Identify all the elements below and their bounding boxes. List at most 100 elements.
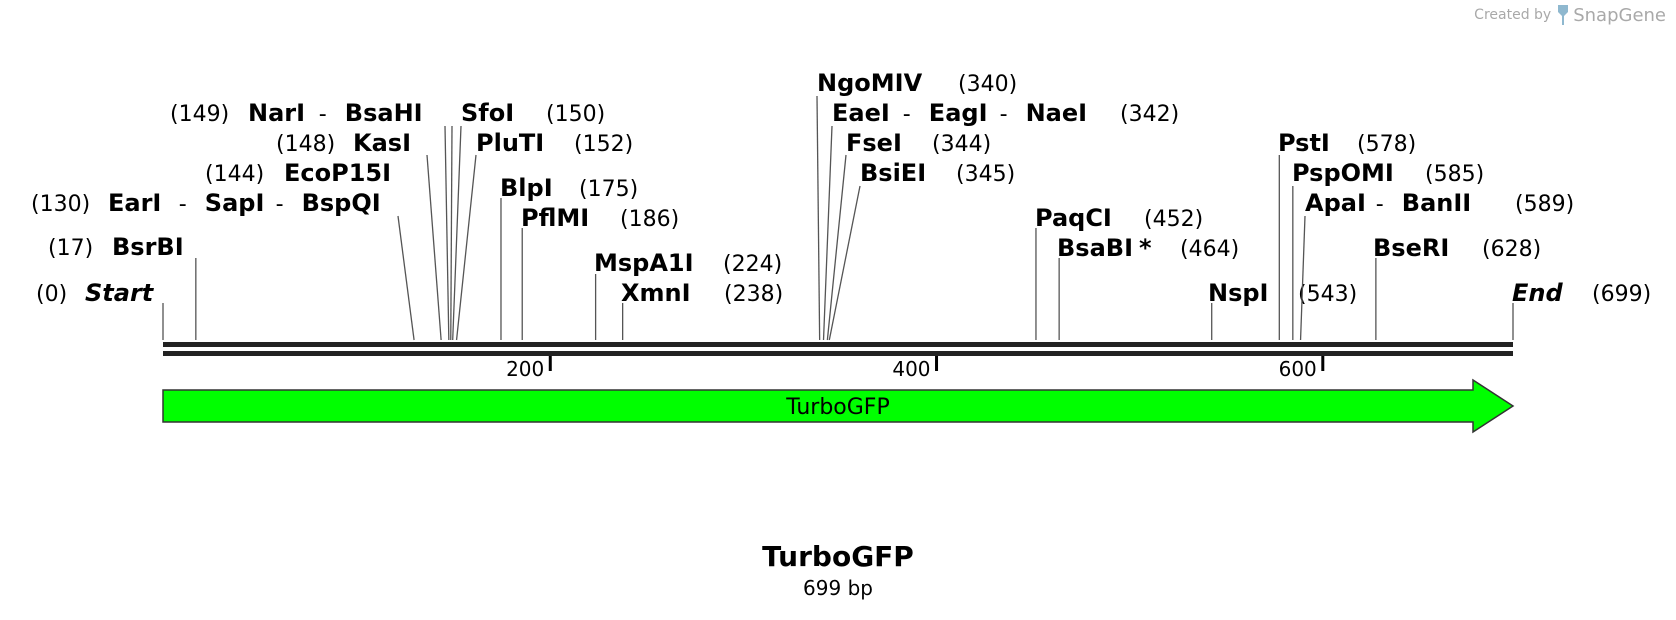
site-name: BsaBI: [1057, 234, 1133, 262]
ruler-tick-label: 200: [506, 357, 544, 381]
site-name: SfoI: [461, 99, 514, 127]
site-bsrbi: BsrBI(17): [48, 233, 197, 340]
backbone-top-line: [163, 342, 1513, 347]
site-end: End (699): [1512, 279, 1651, 340]
site-name: EaeI: [832, 99, 890, 127]
site-kasi: KasI(148): [276, 125, 450, 341]
site-name: EcoP15I: [284, 159, 391, 187]
site-fsei: FseI(344): [826, 129, 991, 341]
site-position: (238): [724, 282, 783, 307]
site-position: (150): [546, 102, 605, 127]
site-blpi: BlpI(175): [500, 174, 638, 340]
site-separator: -: [179, 192, 187, 217]
site-position: (585): [1425, 162, 1484, 187]
site-name: NspI: [1208, 279, 1268, 307]
site-connector-line: [450, 125, 453, 341]
site-xmni: XmnI (238): [621, 279, 783, 340]
site-position: (464): [1180, 237, 1239, 262]
site-name: EarI: [108, 189, 161, 217]
site-position: (152): [574, 132, 633, 157]
snapgene-brand-text: SnapGene: [1573, 4, 1666, 26]
site-position: (0): [36, 282, 67, 307]
feature-label: TurboGFP: [785, 395, 889, 420]
site-position: (345): [956, 162, 1015, 187]
site-connector-line: [828, 185, 861, 341]
site-eari: EarI-SapI-BspQI(130): [31, 189, 415, 341]
site-pspomi: PspOMI(585): [1292, 159, 1484, 340]
site-position: (628): [1482, 237, 1541, 262]
site-name: BsiEI: [860, 159, 926, 187]
ruler-tick: [935, 356, 939, 371]
site-position: (699): [1592, 282, 1651, 307]
site-ecop15i: EcoP15I (144): [205, 154, 442, 341]
site-pluti: PluTI (152): [455, 129, 633, 341]
site-name: NarI: [248, 99, 305, 127]
site-connector-line: [426, 154, 442, 341]
site-position: (144): [205, 162, 264, 187]
site-position: (589): [1515, 192, 1574, 217]
site-nari: NarI-BsaHI(149): [170, 99, 453, 341]
sequence-title: TurboGFP: [762, 540, 914, 573]
ruler-tick-label: 400: [892, 357, 930, 381]
site-position: (543): [1298, 282, 1357, 307]
site-start: Start (0): [36, 279, 164, 340]
site-name: PstI: [1278, 129, 1330, 157]
site-name: MspA1I: [594, 249, 694, 277]
site-connector-line: [1299, 215, 1306, 341]
site-nspi: NspI (543): [1208, 279, 1357, 340]
site-name: BanII: [1402, 189, 1471, 217]
ruler-tick: [548, 356, 552, 371]
backbone-bottom-line: [163, 351, 1513, 356]
site-position: (149): [170, 102, 229, 127]
site-name: XmnI: [621, 279, 691, 307]
site-name: BspQI: [302, 189, 381, 217]
site-position: (578): [1357, 132, 1416, 157]
site-name: BsaHI: [345, 99, 423, 127]
site-bseri: BseRI (628): [1373, 234, 1541, 340]
site-connector-line: [822, 125, 833, 341]
sequence-length: 699 bp: [803, 576, 873, 600]
site-connector-line: [397, 215, 415, 341]
site-ngomiv: NgoMIV (340): [816, 69, 1017, 341]
site-name: BseRI: [1373, 234, 1449, 262]
site-name: EagI: [929, 99, 988, 127]
site-name: NaeI: [1026, 99, 1088, 127]
site-psti: PstI (578): [1278, 129, 1416, 340]
site-name: Start: [85, 279, 155, 307]
site-position: (175): [579, 177, 638, 202]
created-by-text: Created by: [1474, 7, 1552, 23]
site-position: (340): [958, 72, 1017, 97]
site-position: (344): [932, 132, 991, 157]
feature-arrow: [162, 378, 1515, 434]
site-eaei: EaeI-EagI-NaeI(342): [822, 99, 1179, 341]
site-connector-line: [826, 154, 847, 341]
site-separator: -: [1000, 102, 1008, 127]
snapgene-logo-icon: [1558, 5, 1569, 25]
site-paqci: PaqCI (452): [1035, 204, 1203, 340]
site-position: (452): [1144, 207, 1203, 232]
site-connector-line: [444, 125, 450, 341]
site-name: End: [1512, 279, 1563, 307]
site-connector-line: [452, 125, 462, 341]
site-sfoi: SfoI (150): [452, 99, 605, 341]
site-position: (224): [723, 252, 782, 277]
site-separator: -: [1376, 192, 1384, 217]
site-position: (130): [31, 192, 90, 217]
site-star: *: [1139, 234, 1152, 262]
site-name: PaqCI: [1035, 204, 1112, 232]
site-position: (17): [48, 236, 93, 261]
site-separator: -: [903, 102, 911, 127]
site-name: PluTI: [476, 129, 544, 157]
site-connector-line: [816, 95, 821, 341]
site-position: (148): [276, 132, 335, 157]
site-pflmi: PflMI(186): [521, 204, 679, 340]
site-position: (342): [1120, 102, 1179, 127]
site-separator: -: [319, 102, 327, 127]
site-position: (186): [620, 207, 679, 232]
site-name: SapI: [205, 189, 265, 217]
site-bsiei: BsiEI (345): [828, 159, 1015, 341]
ruler-tick-label: 600: [1279, 357, 1317, 381]
site-mspa1i: MspA1I (224): [594, 249, 782, 340]
site-name: NgoMIV: [817, 69, 923, 97]
